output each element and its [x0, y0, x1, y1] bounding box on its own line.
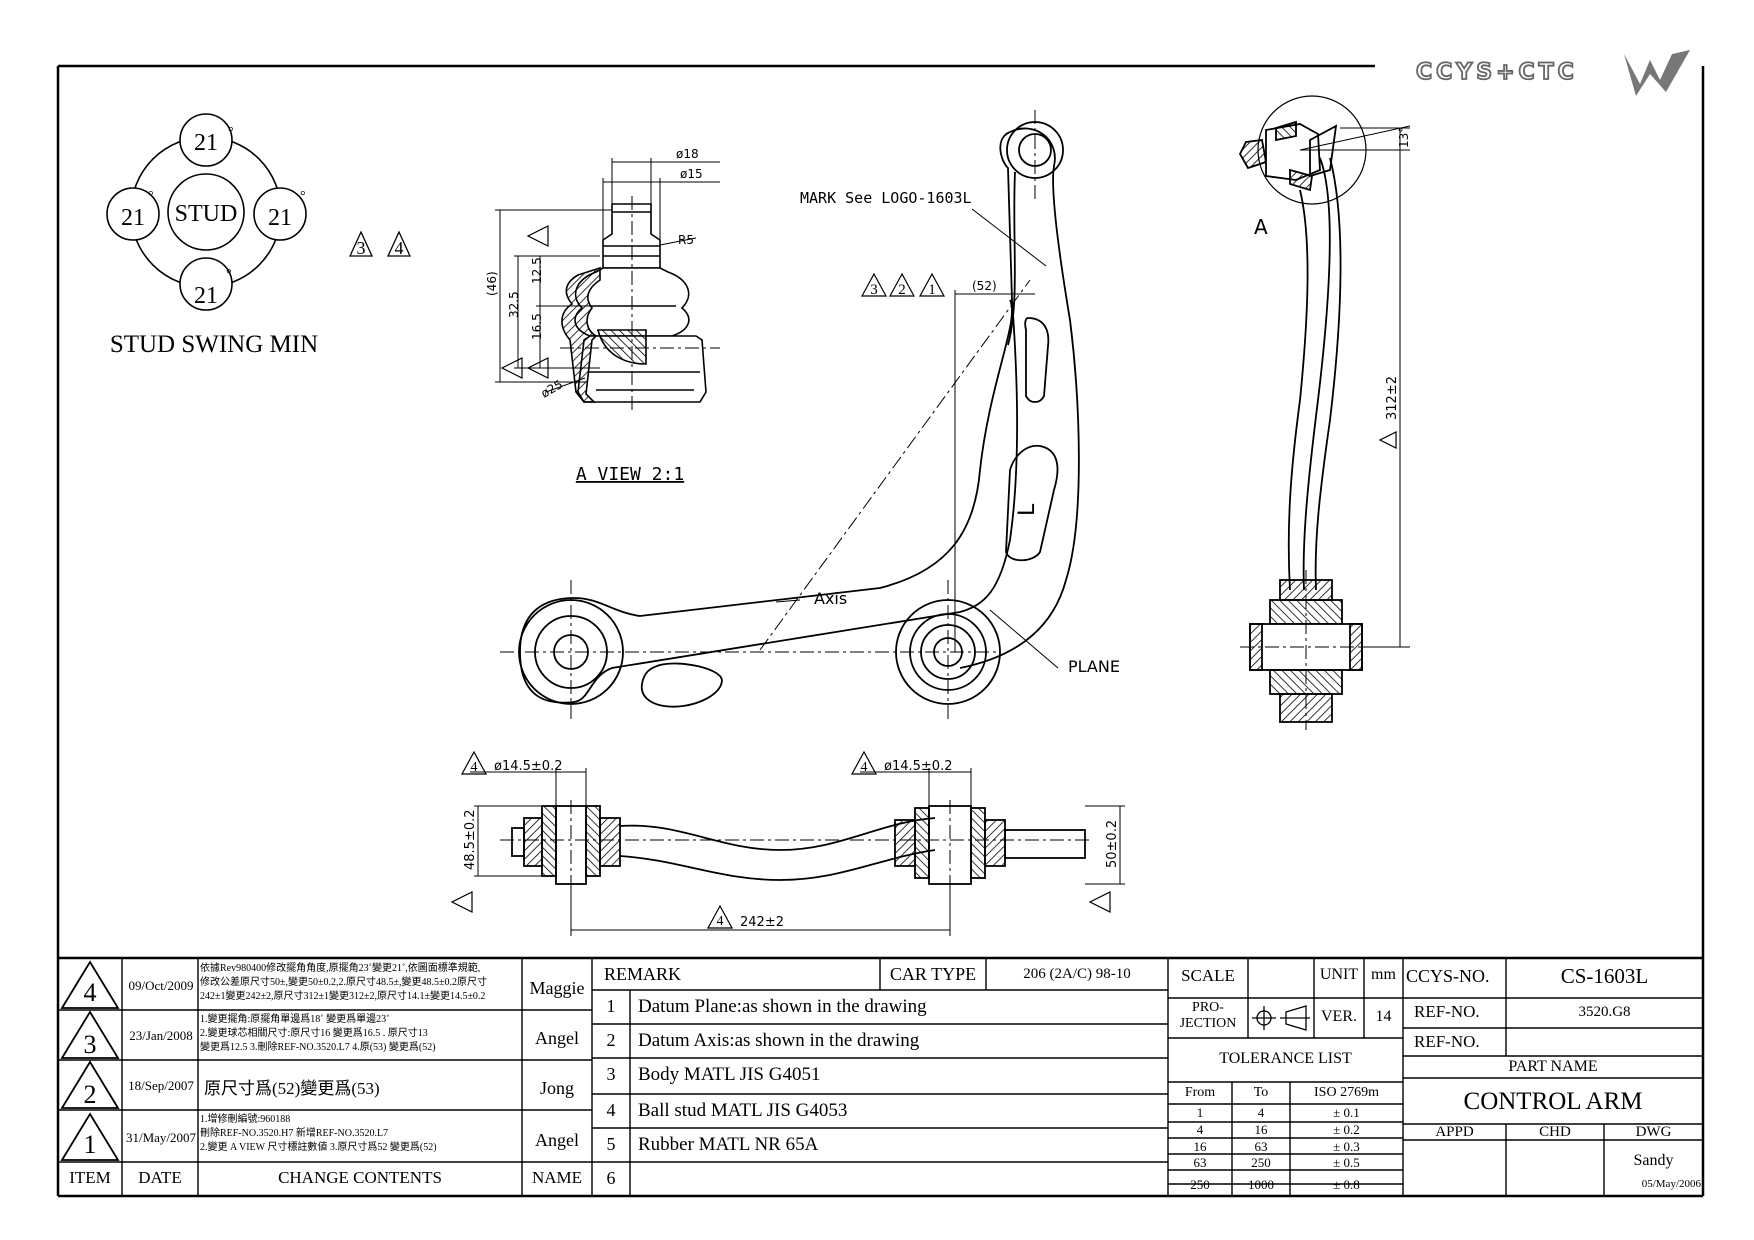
dim-48-5: 48.5±0.2	[463, 809, 478, 870]
deg-left: °	[148, 189, 154, 204]
dim-dia15: ø15	[680, 167, 703, 181]
view-a-title: A VIEW 2:1	[576, 464, 684, 485]
rev-mark: 1	[928, 282, 936, 298]
detail-a-label: A	[1254, 215, 1268, 239]
bottom-rev-mark: 4	[861, 760, 868, 775]
swing-angle-left: 21	[121, 205, 145, 231]
axis-label: Axis	[814, 589, 847, 608]
rev-mark: 3	[870, 282, 878, 298]
deg-top: °	[228, 125, 234, 140]
dim-32-5: 32.5	[507, 291, 521, 318]
stud-label: STUD	[175, 201, 238, 227]
mark-note: MARK See LOGO-1603L	[800, 189, 972, 207]
dim-52: (52)	[972, 279, 997, 293]
control-arm-bottom-view	[470, 768, 1125, 936]
revision-triangle	[500, 225, 549, 379]
swing-angle-bottom: 21	[194, 283, 218, 309]
revision-triangle	[450, 750, 1111, 929]
title-block-grid	[58, 958, 1703, 1196]
letter-l-mark: L	[1015, 503, 1040, 516]
projection-symbol-icon	[1252, 1005, 1310, 1031]
dim-312: 312±2	[1385, 376, 1400, 420]
dim-50: 50±0.2	[1105, 820, 1120, 868]
logo-text: CCYS+CTC	[1416, 60, 1578, 85]
dim-16-5: 16.5	[530, 313, 544, 340]
ccys-logo-mark-icon	[1624, 50, 1690, 96]
bottom-rev-mark: 4	[717, 914, 724, 929]
company-logo: CCYS+CTC	[1415, 50, 1690, 96]
dim-13-deg: 13°	[1397, 127, 1411, 148]
rev-mark-4: 4	[395, 238, 404, 258]
dim-r5: R5	[678, 233, 694, 247]
dim-dia18: ø18	[676, 147, 699, 161]
ball-joint-section	[560, 196, 720, 412]
dim-dia25: ø25	[539, 377, 566, 400]
stud-swing-caption: STUD SWING MIN	[110, 331, 318, 358]
sheet-border	[56, 64, 1705, 1198]
bottom-rev-mark: 4	[471, 760, 478, 775]
revision-triangle	[1378, 431, 1397, 449]
revision-triangle	[60, 960, 120, 1161]
rev-mark: 2	[898, 282, 906, 298]
plane-label: PLANE	[1068, 657, 1120, 676]
dim-dia14-5-right: ø14.5±0.2	[884, 759, 952, 774]
revision-triangle	[860, 272, 946, 297]
dim-12-5: 12.5	[530, 257, 544, 284]
swing-angle-right: 21	[268, 205, 292, 231]
deg-right: °	[300, 189, 306, 204]
dim-46: (46)	[485, 271, 499, 296]
control-arm-side-view	[1238, 95, 1411, 730]
deg-bottom: °	[226, 267, 232, 282]
dim-242: 242±2	[740, 915, 784, 930]
swing-angle-top: 21	[194, 130, 218, 156]
dim-dia14-5-left: ø14.5±0.2	[494, 759, 562, 774]
stud-swing-diagram	[106, 113, 307, 311]
rev-mark-3: 3	[357, 238, 366, 258]
revision-triangle	[348, 230, 412, 257]
view-a-dimensions	[495, 158, 720, 393]
control-arm-top-view	[500, 110, 1080, 722]
